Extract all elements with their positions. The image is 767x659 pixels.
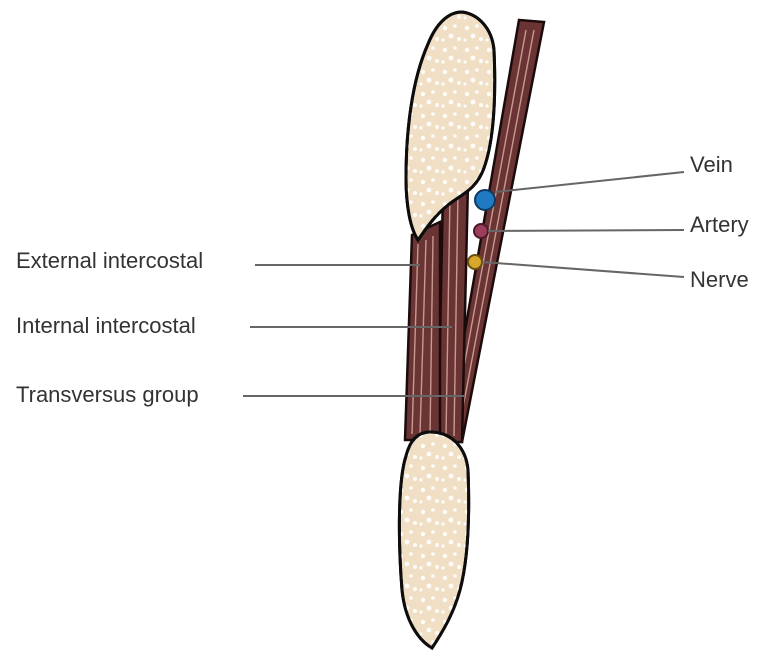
- label-nerve: Nerve: [690, 267, 749, 292]
- labels: Vein Artery Nerve External intercostal I…: [16, 152, 749, 407]
- label-artery: Artery: [690, 212, 749, 237]
- internal-intercostal-band: [438, 182, 468, 442]
- artery-vessel: [474, 224, 488, 238]
- label-internal-intercostal: Internal intercostal: [16, 313, 196, 338]
- nerve-fiber: [468, 255, 482, 269]
- vein-vessel: [475, 190, 495, 210]
- vein-leader: [495, 172, 684, 192]
- external-intercostal-muscle: [405, 222, 440, 440]
- lower-rib: [399, 432, 468, 648]
- nerve-leader: [482, 262, 684, 277]
- internal-intercostal-muscle: [438, 182, 468, 442]
- lower-rib-shape-texture: [399, 432, 468, 648]
- label-vein: Vein: [690, 152, 733, 177]
- label-transversus-group: Transversus group: [16, 382, 199, 407]
- label-external-intercostal: External intercostal: [16, 248, 203, 273]
- artery-leader: [488, 230, 684, 231]
